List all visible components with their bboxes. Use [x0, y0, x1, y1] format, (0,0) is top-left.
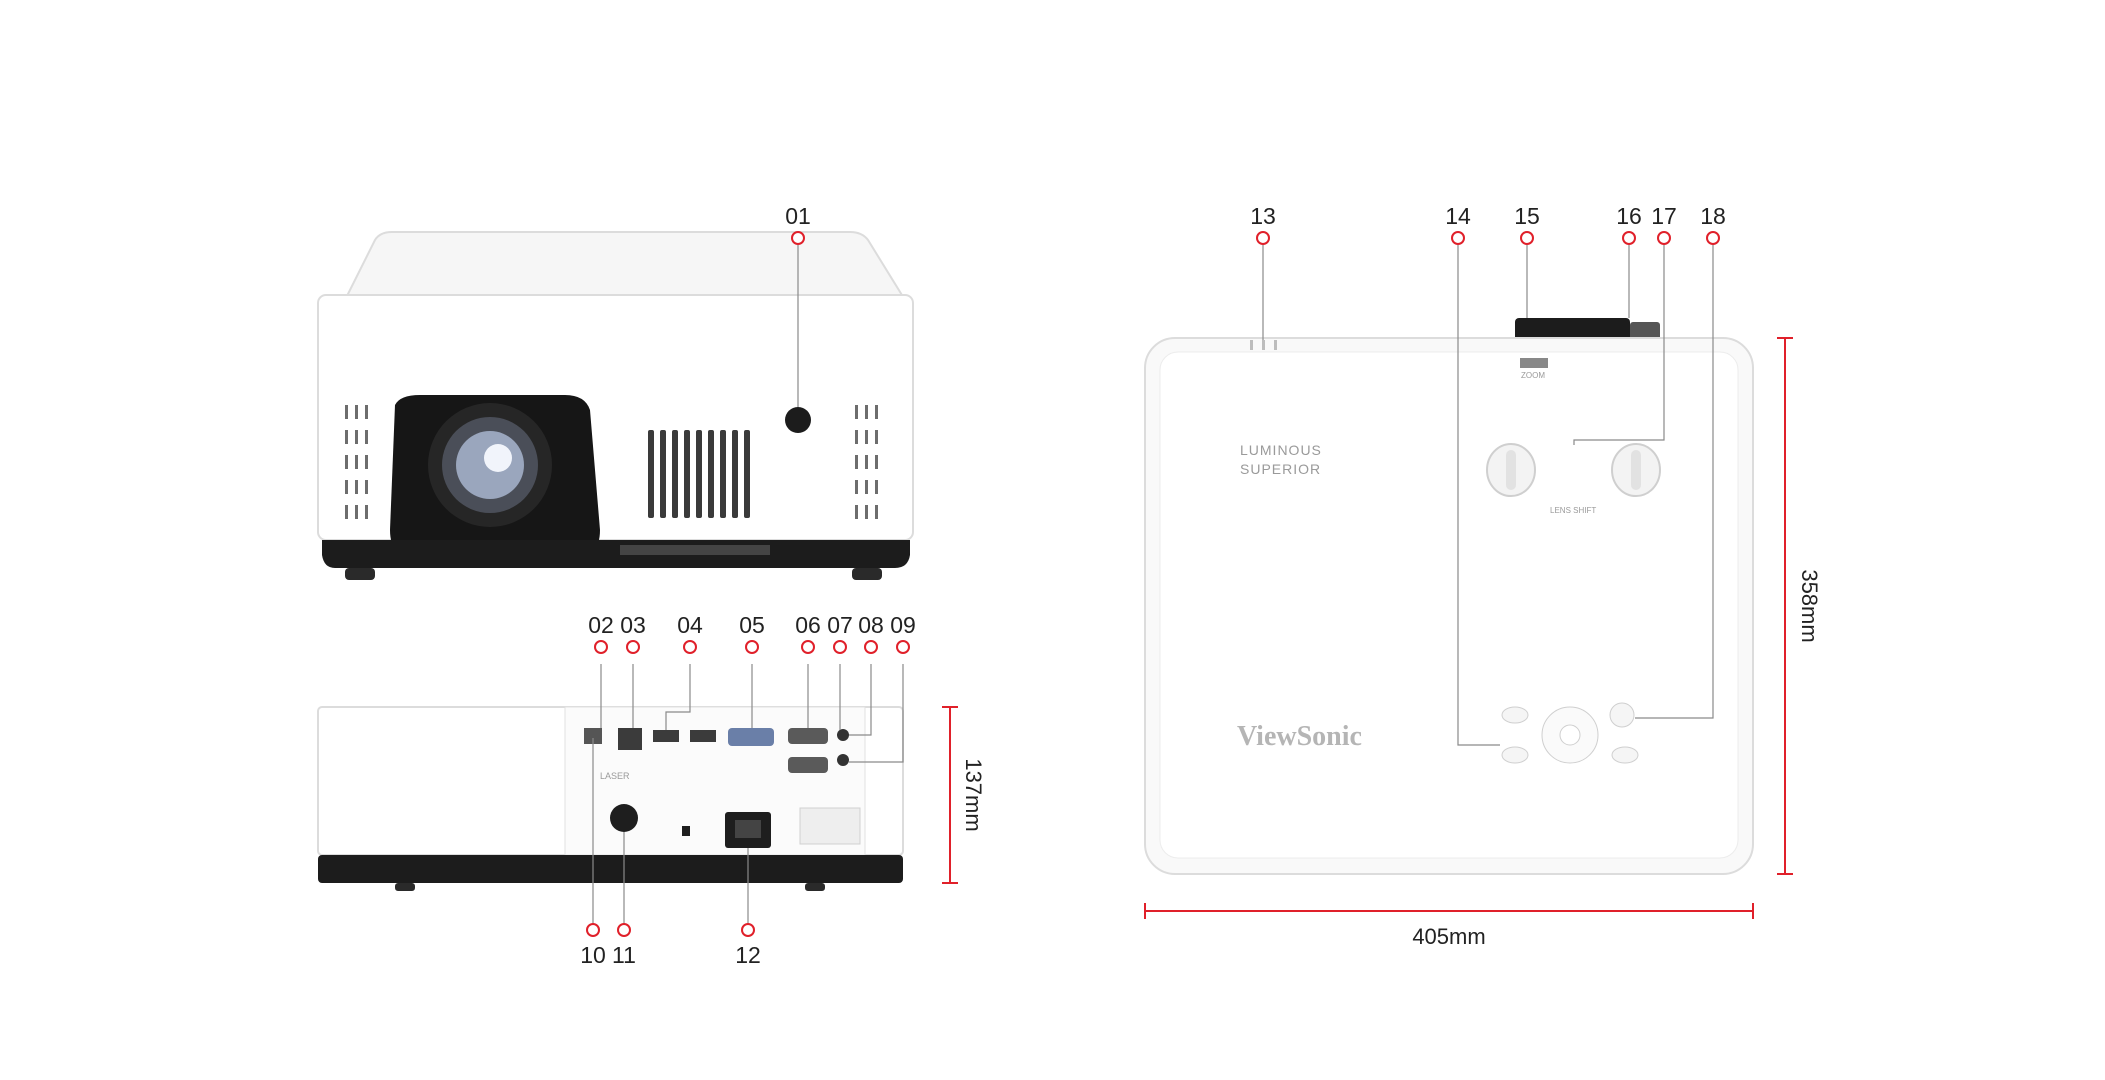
rear-foot-right — [805, 883, 825, 891]
menu-button — [1501, 706, 1529, 724]
rear-view: LASER — [317, 706, 904, 891]
callout-markers — [586, 231, 1720, 937]
marker-15 — [1520, 231, 1534, 245]
callout-14: 14 — [1445, 203, 1471, 229]
marker-03 — [626, 640, 640, 654]
callout-06: 06 — [795, 612, 821, 638]
laser-label: LASER — [600, 771, 630, 781]
leader-04 — [665, 664, 691, 730]
port-vga-out — [788, 728, 828, 744]
dim-width-label: 405mm — [1412, 924, 1485, 949]
led-1 — [1250, 340, 1253, 350]
callout-05: 05 — [739, 612, 765, 638]
marker-18 — [1706, 231, 1720, 245]
marker-14 — [1451, 231, 1465, 245]
callout-18: 18 — [1700, 203, 1726, 229]
front-vent-left — [345, 405, 368, 519]
dim-height-label: 137mm — [961, 758, 986, 831]
marker-05 — [745, 640, 759, 654]
marker-06 — [801, 640, 815, 654]
front-ir-sensor — [785, 407, 811, 433]
back-button — [1501, 746, 1529, 764]
top-view: LUMINOUS SUPERIOR ZOOM LENS SHIFT ViewSo… — [1144, 318, 1754, 875]
leader-lines — [592, 245, 1714, 937]
rear-speaker-grille — [799, 807, 861, 845]
kensington-slot — [682, 826, 690, 836]
port-vga-in — [728, 728, 774, 746]
callout-17: 17 — [1651, 203, 1677, 229]
front-foot-right — [852, 568, 882, 580]
rear-base — [318, 855, 903, 883]
callout-01: 01 — [785, 203, 811, 229]
marker-13 — [1256, 231, 1270, 245]
zoom-indicator — [1520, 358, 1548, 368]
focus-ring — [1515, 318, 1630, 342]
port-rj45 — [618, 728, 642, 750]
front-vent-grille-slots — [648, 430, 750, 518]
top-inner-panel — [1159, 351, 1739, 859]
marker-17 — [1657, 231, 1671, 245]
marker-11 — [617, 923, 631, 937]
callout-11: 11 — [612, 942, 636, 968]
marker-16 — [1622, 231, 1636, 245]
lens-shift-knob-right-grip — [1631, 450, 1641, 490]
callout-10: 10 — [580, 942, 606, 968]
callout-09: 09 — [890, 612, 916, 638]
lens-shift-label: LENS SHIFT — [1550, 506, 1596, 515]
port-rs232 — [788, 757, 828, 773]
security-lock — [610, 804, 638, 832]
marker-08 — [864, 640, 878, 654]
led-2 — [1262, 340, 1265, 350]
callout-04: 04 — [677, 612, 703, 638]
callout-08: 08 — [858, 612, 884, 638]
marker-10 — [586, 923, 600, 937]
marker-12 — [741, 923, 755, 937]
front-view — [317, 231, 914, 580]
marker-02 — [594, 640, 608, 654]
source-button — [1611, 746, 1639, 764]
brand-logo: ViewSonic — [1237, 721, 1362, 752]
port-hdmi-1 — [653, 730, 679, 742]
front-vent-right — [855, 405, 878, 519]
lens-highlight — [484, 444, 512, 472]
leader-08 — [849, 664, 872, 736]
callout-07: 07 — [827, 612, 853, 638]
dimension-lines — [942, 337, 1793, 919]
front-foot-left — [345, 568, 375, 580]
callout-labels: 01 02 03 04 05 06 07 08 09 10 11 12 13 1… — [580, 203, 1726, 968]
marker-07 — [833, 640, 847, 654]
leader-09 — [849, 664, 904, 763]
dpad-center — [1559, 724, 1581, 746]
port-audio-in — [837, 729, 849, 741]
power-button — [1609, 702, 1635, 728]
led-3 — [1274, 340, 1277, 350]
zoom-label: ZOOM — [1521, 371, 1545, 380]
leader-17 — [1573, 245, 1665, 445]
dim-depth-label: 358mm — [1797, 569, 1822, 642]
callout-12: 12 — [735, 942, 761, 968]
marker-01 — [791, 231, 805, 245]
power-socket-inner — [735, 820, 761, 838]
callout-13: 13 — [1250, 203, 1276, 229]
callout-02: 02 — [588, 612, 614, 638]
callout-15: 15 — [1514, 203, 1540, 229]
port-usb-b — [584, 728, 602, 744]
focus-ring-right — [1630, 322, 1660, 340]
callout-16: 16 — [1616, 203, 1642, 229]
badge-line1: LUMINOUS — [1240, 442, 1322, 458]
front-base-vents — [620, 545, 770, 555]
leader-18 — [1635, 245, 1714, 719]
port-hdmi-2 — [690, 730, 716, 742]
front-base — [322, 540, 910, 568]
rear-foot-left — [395, 883, 415, 891]
leader-14 — [1457, 245, 1500, 746]
port-audio-out — [837, 754, 849, 766]
lens-shift-knob-left-grip — [1506, 450, 1516, 490]
badge-line2: SUPERIOR — [1240, 461, 1321, 477]
front-top-shell — [343, 231, 907, 301]
marker-09 — [896, 640, 910, 654]
callout-03: 03 — [620, 612, 646, 638]
marker-04 — [683, 640, 697, 654]
